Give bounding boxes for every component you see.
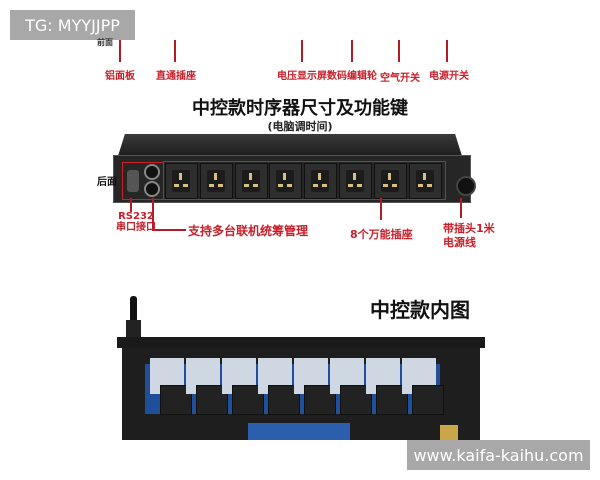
socket-pin bbox=[417, 184, 423, 187]
socket-pin bbox=[348, 184, 353, 187]
socket-pin bbox=[278, 184, 284, 187]
socket-pin bbox=[387, 173, 391, 180]
socket-pin bbox=[213, 173, 217, 180]
pointer-line bbox=[398, 40, 400, 62]
socket-pin bbox=[382, 184, 388, 187]
socket-pin bbox=[283, 173, 287, 180]
socket-pin bbox=[391, 184, 397, 187]
universal-socket bbox=[304, 163, 338, 199]
power-cable bbox=[130, 296, 137, 336]
socket-pin bbox=[422, 173, 426, 180]
pointer-line bbox=[130, 198, 132, 212]
socket-face bbox=[241, 170, 260, 192]
label-voltage-display: 电压显示屏 bbox=[277, 71, 327, 82]
universal-socket bbox=[408, 163, 442, 199]
universal-socket bbox=[234, 163, 268, 199]
chassis-front-bar bbox=[117, 337, 485, 348]
device-top bbox=[118, 134, 462, 156]
subtitle: (电脑调时间) bbox=[267, 120, 333, 133]
rs232-label-line2: 串口接口 bbox=[116, 222, 156, 233]
rs232-label: RS232 串口接口 bbox=[116, 211, 156, 233]
socket-pin bbox=[353, 173, 356, 180]
relay bbox=[412, 385, 444, 415]
socket-pin bbox=[243, 184, 249, 187]
inside-title: 中控款内图 bbox=[370, 298, 470, 322]
socket-pin bbox=[179, 173, 182, 180]
socket-face bbox=[380, 170, 399, 192]
socket-pin bbox=[208, 184, 214, 187]
link-port bbox=[144, 181, 160, 197]
socket-pin bbox=[357, 184, 362, 187]
socket-pin bbox=[183, 184, 188, 187]
rs232-port bbox=[127, 170, 139, 192]
socket-face bbox=[311, 170, 330, 192]
universal-socket bbox=[339, 163, 372, 199]
cord-label: 带插头1米 电源线 bbox=[443, 222, 495, 250]
socket-pin bbox=[287, 184, 293, 187]
socket-pin bbox=[426, 184, 432, 187]
universal-socket bbox=[165, 163, 198, 199]
label-digital-wheel: 数码编辑轮 bbox=[327, 71, 377, 82]
socket-face bbox=[206, 170, 225, 192]
label-air-switch: 空气开关 bbox=[380, 73, 420, 84]
universal-socket bbox=[269, 163, 303, 199]
pointer-line bbox=[460, 198, 462, 218]
page-title: 中控款时序器尺寸及功能键 bbox=[192, 98, 408, 119]
multi-link-label: 支持多台联机统筹管理 bbox=[188, 224, 309, 238]
pointer-line bbox=[380, 198, 382, 220]
control-board bbox=[248, 423, 350, 440]
cord-label-line1: 带插头1米 bbox=[443, 222, 495, 235]
socket-face bbox=[415, 170, 434, 192]
pointer-line bbox=[446, 40, 448, 62]
power-cord-gland bbox=[456, 176, 476, 196]
socket-pin bbox=[322, 184, 328, 187]
socket-pin bbox=[217, 184, 223, 187]
sockets-label: 8个万能插座 bbox=[350, 228, 413, 241]
socket-pin bbox=[318, 173, 322, 180]
socket-pin bbox=[252, 184, 258, 187]
label-passthrough-socket: 直通插座 bbox=[156, 71, 196, 82]
pointer-line bbox=[174, 40, 176, 62]
socket-pin bbox=[248, 173, 252, 180]
rs232-label-line1: RS232 bbox=[118, 211, 154, 222]
front-label-partial: 前面 bbox=[97, 38, 113, 47]
socket-pin bbox=[174, 184, 179, 187]
pointer-line bbox=[152, 229, 186, 231]
transformer bbox=[440, 425, 458, 440]
pointer-line bbox=[351, 40, 353, 62]
socket-face bbox=[276, 170, 295, 192]
pointer-line bbox=[119, 40, 121, 62]
watermark-bottom-right: www.kaifa-kaihu.com bbox=[407, 440, 590, 470]
universal-socket bbox=[373, 163, 407, 199]
socket-face bbox=[172, 170, 190, 192]
link-port bbox=[144, 164, 160, 180]
cord-label-line2: 电源线 bbox=[443, 236, 476, 249]
socket-face bbox=[346, 170, 364, 192]
watermark-top-left: TG: MYYJJPP bbox=[10, 10, 135, 40]
pointer-line bbox=[301, 40, 303, 62]
pointer-line bbox=[152, 198, 154, 230]
label-power-switch: 电源开关 bbox=[429, 71, 469, 82]
label-aluminum-panel: 铝面板 bbox=[105, 71, 135, 82]
socket-pin bbox=[313, 184, 319, 187]
cable-gland bbox=[126, 320, 141, 338]
sockets-highlight bbox=[163, 161, 446, 200]
rear-label: 后面 bbox=[97, 177, 117, 188]
universal-socket bbox=[199, 163, 233, 199]
